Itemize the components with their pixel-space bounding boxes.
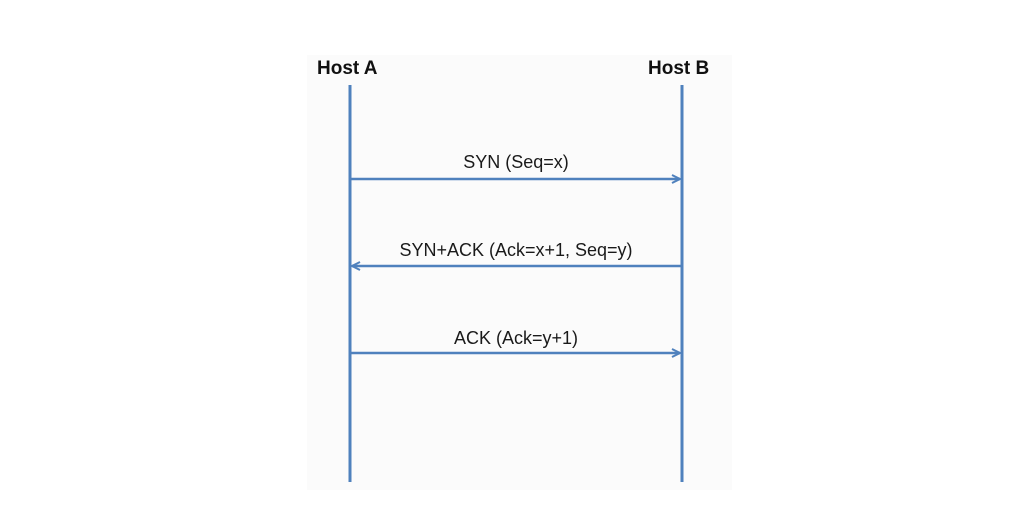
host-b-label: Host B: [648, 58, 710, 79]
syn-ack-label: SYN+ACK (Ack=x+1, Seq=y): [399, 240, 633, 260]
host-a-label: Host A: [317, 58, 378, 79]
syn-label: SYN (Seq=x): [463, 152, 569, 172]
ack-label: ACK (Ack=y+1): [453, 328, 579, 348]
diagram-background: [307, 55, 732, 490]
